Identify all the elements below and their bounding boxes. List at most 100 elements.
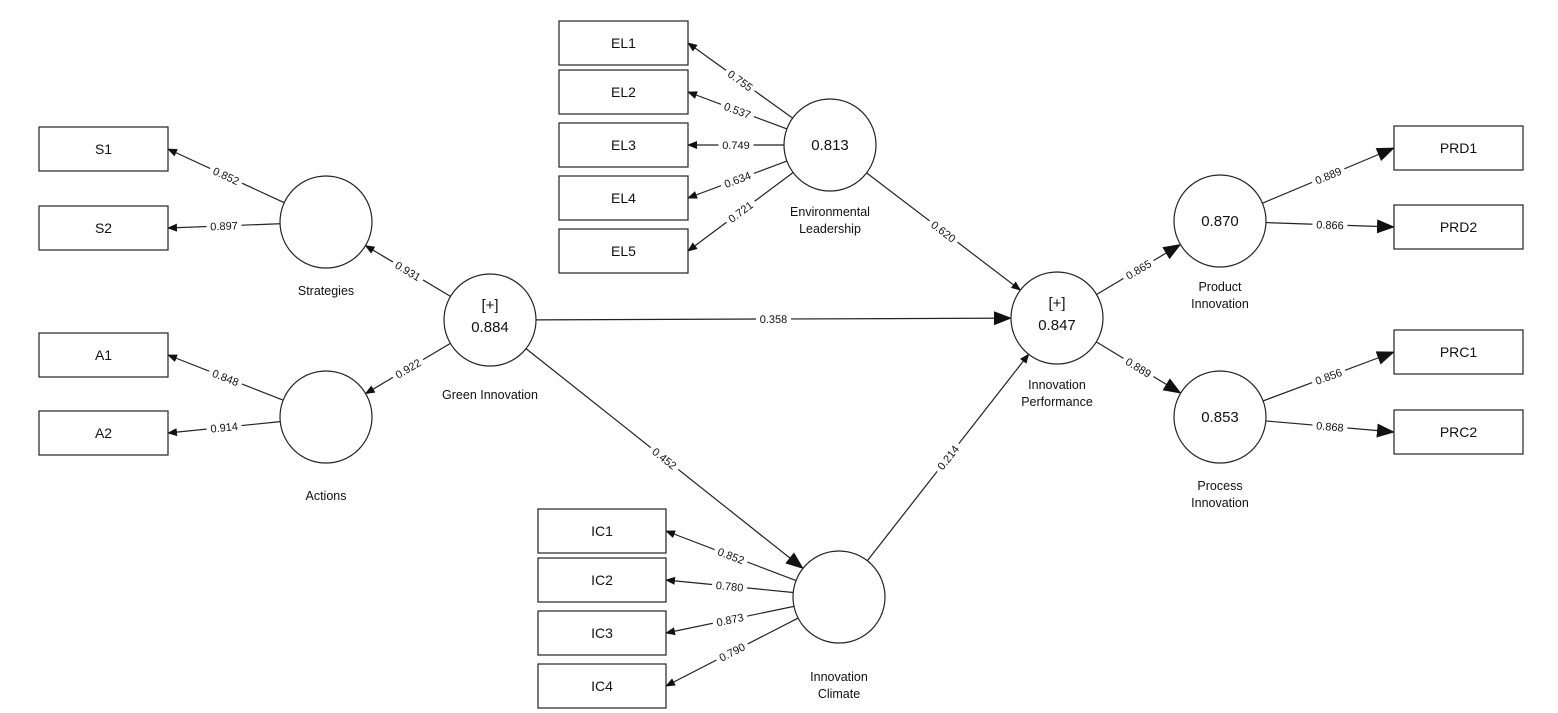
indicator-label: S1 <box>95 141 112 157</box>
construct-tag: [+] <box>1048 295 1065 312</box>
indicator-box <box>537 508 667 554</box>
indicator-ic3: IC3 <box>537 610 667 656</box>
edge-label-bg <box>1119 254 1157 284</box>
construct-circle <box>279 175 373 269</box>
edge-label-bg <box>1312 217 1348 232</box>
indicator-el2: EL2 <box>558 69 689 115</box>
indicator-el1: EL1 <box>558 20 689 66</box>
indicator-label: PRC1 <box>1440 344 1478 360</box>
construct-tag: [+] <box>481 297 498 314</box>
r-squared-value: 0.847 <box>1038 317 1076 334</box>
indicator-box <box>558 122 689 168</box>
path-coefficient: 0.856 <box>1314 367 1344 388</box>
construct-act: Actions <box>279 370 373 503</box>
indicator-box <box>1393 125 1524 171</box>
indicator-label: IC2 <box>591 572 613 588</box>
edge-label-bg <box>647 442 683 475</box>
edge-label-bg <box>207 162 245 189</box>
construct-str: Strategies <box>279 175 373 298</box>
indicator-label: EL5 <box>611 243 636 259</box>
path-coefficient: 0.914 <box>210 421 239 436</box>
edge-label-bg <box>722 64 759 96</box>
edge-label-bg <box>711 609 749 630</box>
edge-label-bg <box>389 256 427 286</box>
construct-label: Climate <box>818 687 860 701</box>
path-coefficient: 0.634 <box>723 170 753 191</box>
indicator-box <box>38 205 169 251</box>
path-coefficient: 0.848 <box>210 368 240 389</box>
edge-label-bg <box>1120 352 1158 382</box>
edge-label-bg <box>718 138 754 151</box>
construct-circle <box>792 550 886 644</box>
indicator-box <box>1393 409 1524 455</box>
indicator-label: EL3 <box>611 137 636 153</box>
path-coefficient: 0.358 <box>760 314 788 326</box>
indicator-label: A2 <box>95 425 112 441</box>
edge-label-bg <box>925 215 962 247</box>
indicator-a1: A1 <box>38 332 169 378</box>
indicator-box <box>537 610 667 656</box>
indicator-el4: EL4 <box>558 175 689 221</box>
indicator-label: A1 <box>95 347 112 363</box>
indicator-label: EL1 <box>611 35 636 51</box>
indicator-label: EL4 <box>611 190 636 206</box>
construct-label: Strategies <box>298 284 354 298</box>
edge-label-bg <box>712 543 750 568</box>
construct-label: Leadership <box>799 222 861 236</box>
construct-circle <box>1010 271 1104 365</box>
indicator-prc1: PRC1 <box>1393 329 1524 375</box>
indicator-el5: EL5 <box>558 228 689 274</box>
indicator-prd1: PRD1 <box>1393 125 1524 171</box>
construct-circle <box>1173 174 1267 268</box>
r-squared-value: 0.813 <box>811 137 849 154</box>
construct-label: Environmental <box>790 205 870 219</box>
path-coefficient: 0.866 <box>1316 219 1344 232</box>
indicator-ic1: IC1 <box>537 508 667 554</box>
edge-label-bg <box>389 353 427 383</box>
indicator-box <box>1393 204 1524 250</box>
indicator-label: EL2 <box>611 84 636 100</box>
r-squared-value: 0.884 <box>471 319 509 336</box>
edge-label-bg <box>207 364 245 390</box>
edge-label-bg <box>1309 162 1347 188</box>
indicator-ic4: IC4 <box>537 663 667 709</box>
indicator-el3: EL3 <box>558 122 689 168</box>
edge-label-bg <box>713 637 751 666</box>
edge-label-bg <box>755 311 792 326</box>
edge-label-bg <box>1311 417 1348 434</box>
indicator-box <box>558 228 689 274</box>
path-coefficient: 0.868 <box>1316 420 1344 434</box>
indicator-prd2: PRD2 <box>1393 204 1524 250</box>
construct-label: Innovation <box>1191 496 1249 510</box>
path-coefficient: 0.873 <box>715 612 744 629</box>
indicator-label: IC1 <box>591 523 613 539</box>
edge-label-bg <box>718 97 757 123</box>
edge-label-bg <box>718 166 756 192</box>
indicator-s2: S2 <box>38 205 169 251</box>
construct-label: Process <box>1197 479 1242 493</box>
indicator-box <box>38 410 169 456</box>
construct-circle <box>443 273 537 367</box>
edge-label-bg <box>1309 363 1348 389</box>
construct-circle <box>279 370 373 464</box>
edge-label-bg <box>711 577 748 594</box>
edge-label-bg <box>931 439 964 475</box>
r-squared-value: 0.870 <box>1201 213 1239 230</box>
indicator-label: PRD2 <box>1440 219 1478 235</box>
indicator-label: PRC2 <box>1440 424 1478 440</box>
indicator-prc2: PRC2 <box>1393 409 1524 455</box>
construct-label: Innovation <box>810 670 868 684</box>
edge-label-bg <box>206 218 242 233</box>
path-coefficient: 0.537 <box>722 101 752 122</box>
indicator-label: PRD1 <box>1440 140 1478 156</box>
r-squared-value: 0.853 <box>1201 409 1239 426</box>
path-coefficient: 0.780 <box>715 580 744 595</box>
construct-label: Performance <box>1021 395 1093 409</box>
indicator-box <box>38 126 169 172</box>
edge-label-bg <box>722 195 759 228</box>
